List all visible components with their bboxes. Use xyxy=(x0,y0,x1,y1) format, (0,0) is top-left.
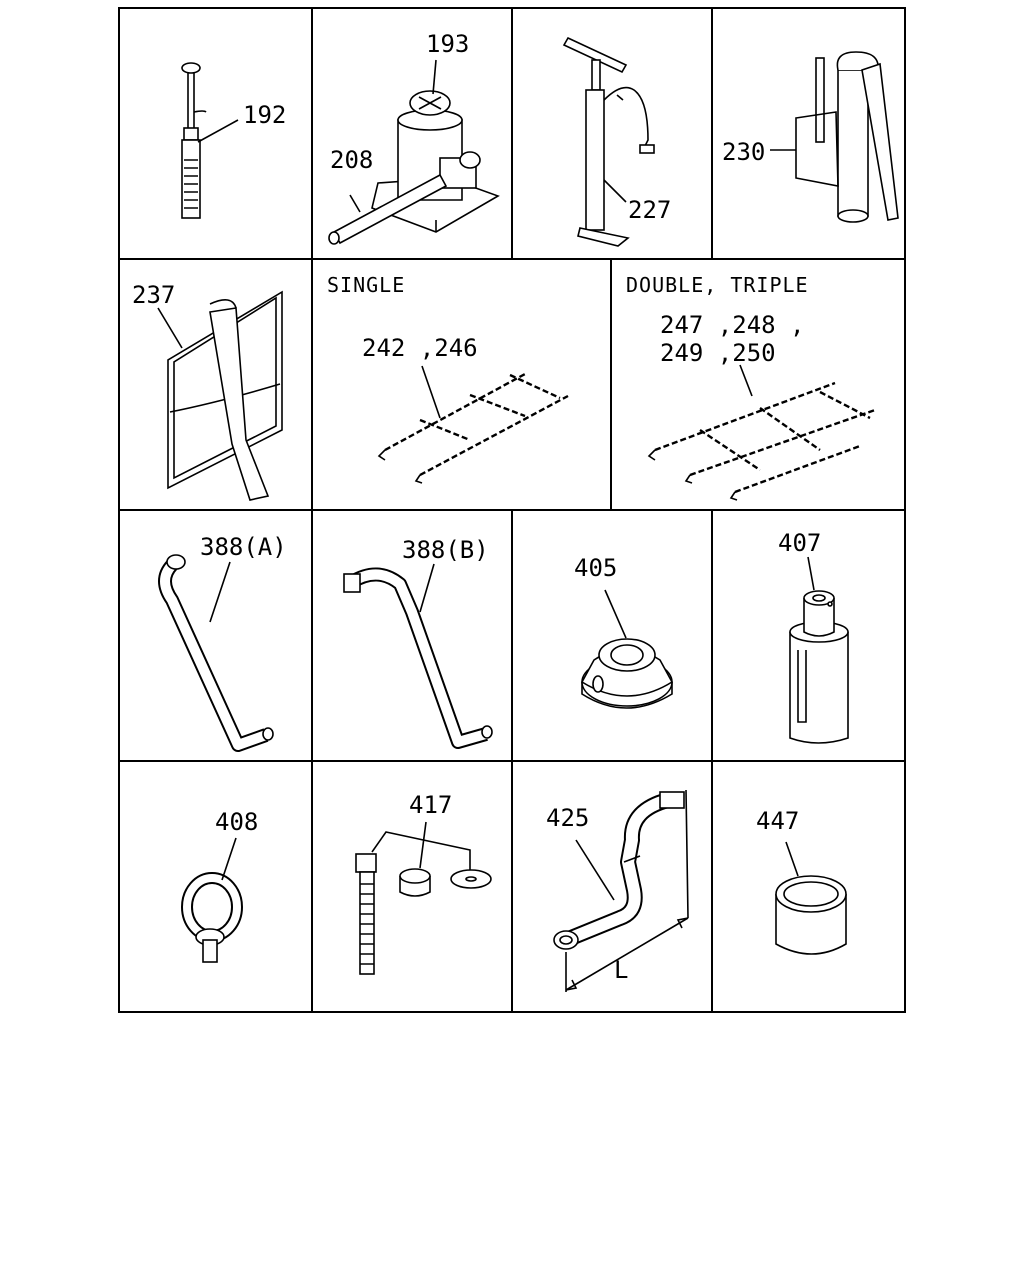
part-label-227: 227 xyxy=(628,196,671,224)
part-label-208: 208 xyxy=(330,146,373,174)
part-label-388b: 388(B) xyxy=(402,536,489,564)
bushing-icon xyxy=(775,841,847,955)
crank-handle-a-icon xyxy=(158,554,274,752)
hand-pump-icon xyxy=(562,36,655,247)
caption-double-triple: DOUBLE, TRIPLE xyxy=(626,273,809,297)
tool-bag-icon xyxy=(157,290,283,501)
crank-handle-b-icon xyxy=(343,563,493,749)
grease-gun-icon xyxy=(770,51,899,223)
tire-chain-double-icon xyxy=(647,364,876,501)
bolt-nut-washer-icon xyxy=(355,821,492,975)
tire-chain-single-icon xyxy=(377,365,569,484)
part-label-408: 408 xyxy=(215,808,258,836)
part-label-242-246: 242 ,246 xyxy=(362,334,478,362)
part-label-407: 407 xyxy=(778,529,821,557)
parts-grid xyxy=(118,7,906,1013)
dimension-label-l: L xyxy=(614,956,628,984)
part-label-447: 447 xyxy=(756,807,799,835)
part-label-388a: 388(A) xyxy=(200,533,287,561)
part-label-237: 237 xyxy=(132,281,175,309)
part-label-249-250: 249 ,250 xyxy=(660,339,776,367)
eye-bolt-icon xyxy=(181,837,243,963)
part-label-247-248: 247 ,248 , xyxy=(660,311,805,339)
part-label-193: 193 xyxy=(426,30,469,58)
part-label-192: 192 xyxy=(243,101,286,129)
sleeve-tool-icon xyxy=(789,556,849,744)
tire-gauge-icon xyxy=(181,62,239,219)
wheel-wrench-icon xyxy=(553,789,689,992)
bottle-jack-icon xyxy=(328,59,500,245)
part-label-230: 230 xyxy=(722,138,765,166)
caption-single: SINGLE xyxy=(327,273,405,297)
adapter-ring-icon xyxy=(580,589,674,709)
part-label-425: 425 xyxy=(546,804,589,832)
part-label-417: 417 xyxy=(409,791,452,819)
part-label-405: 405 xyxy=(574,554,617,582)
